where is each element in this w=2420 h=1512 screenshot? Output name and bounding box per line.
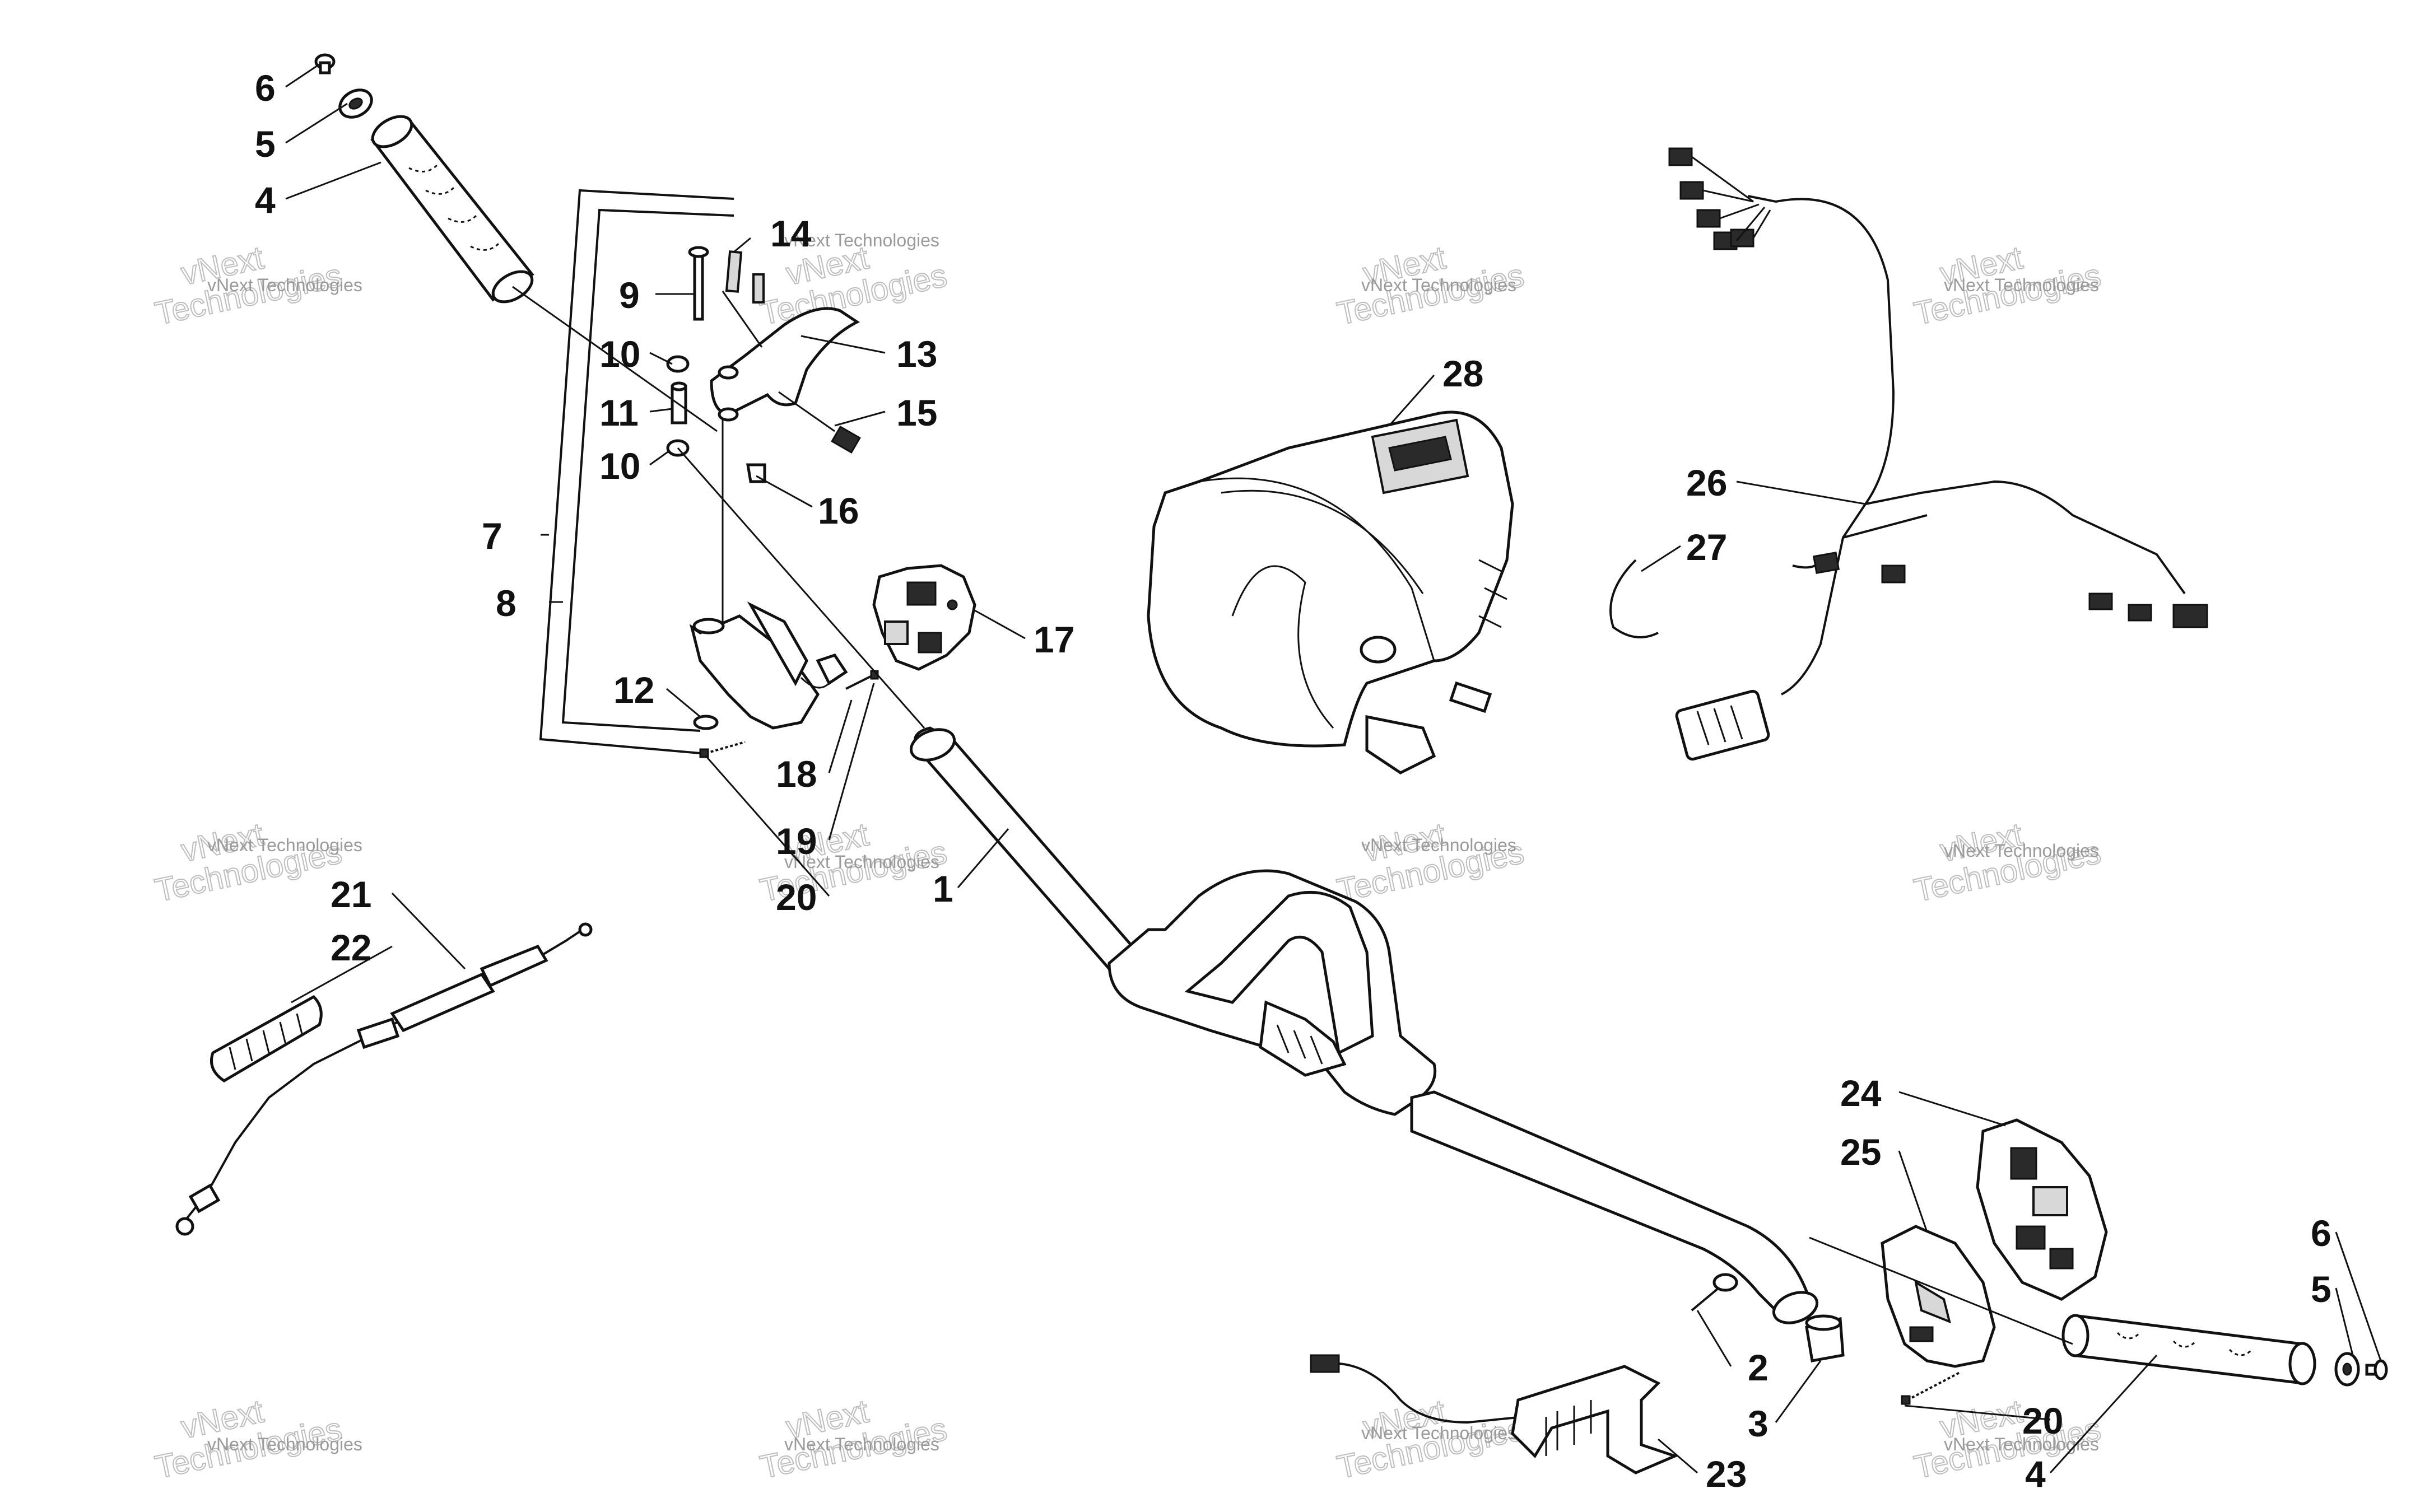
- callout-4: 4: [255, 179, 276, 221]
- screw-20-right: [1901, 1371, 1961, 1405]
- callout-leaders: [285, 63, 2382, 1474]
- callout-8: 8: [496, 582, 516, 624]
- callout-3: 3: [1748, 1403, 1769, 1444]
- right-grip-washer: [2334, 1352, 2360, 1387]
- watermark-text: vNext Technologies: [1944, 841, 2099, 861]
- callout-7: 7: [482, 515, 502, 557]
- brake-housing: [690, 601, 848, 730]
- callout-numbers: 6 5 4 14 9 13 10 11 15 10 16 7 8 17 12 1…: [255, 67, 2331, 1495]
- callout-18: 18: [776, 753, 817, 795]
- callout-24: 24: [1840, 1072, 1882, 1114]
- left-grip-assembly: [314, 53, 534, 304]
- watermark-text: vNext Technologies: [1944, 1434, 2099, 1454]
- washer-12: [693, 715, 719, 730]
- callout-11: 11: [599, 392, 639, 433]
- watermark-text: vNext Technologies: [1944, 275, 2099, 295]
- callout-19: 19: [776, 820, 817, 862]
- callout-2: 2: [1748, 1347, 1769, 1388]
- wiring-harness-26: [1668, 147, 2208, 761]
- screw-20-left: [699, 741, 746, 758]
- handlebar: [909, 726, 1819, 1324]
- callout-10-bottom: 10: [599, 445, 640, 487]
- callout-1: 1: [933, 868, 953, 909]
- bushing-10-top: [666, 355, 690, 373]
- callout-28: 28: [1442, 353, 1483, 394]
- callout-6-right: 6: [2311, 1212, 2331, 1254]
- callout-14: 14: [770, 213, 812, 254]
- handlebar-bag-28: [1147, 410, 1514, 774]
- grip-end-screw: [314, 53, 336, 74]
- callout-13: 13: [896, 333, 937, 375]
- callout-27: 27: [1686, 526, 1727, 568]
- watermark-text: vNext Technologies: [207, 275, 362, 295]
- watermark-text: vNext Technologies: [1361, 835, 1516, 855]
- callout-21: 21: [331, 874, 371, 915]
- screw-19: [845, 670, 879, 690]
- bar-plug-2: [1691, 1273, 1738, 1312]
- callout-20-left: 20: [776, 876, 817, 918]
- cable-cover-22: [210, 995, 323, 1082]
- right-leader-line: [1809, 1236, 2073, 1345]
- left-control-switch: [872, 564, 976, 671]
- callout-5: 5: [255, 123, 276, 165]
- callout-6: 6: [255, 67, 276, 109]
- callout-15: 15: [896, 392, 937, 433]
- callout-9: 9: [619, 274, 640, 316]
- cable-tie-27: [1609, 559, 1659, 638]
- spring-clip-14: [725, 250, 765, 304]
- callout-22: 22: [331, 927, 371, 968]
- brake-subassembly-bracket: [539, 189, 734, 754]
- callout-5-right: 5: [2311, 1268, 2331, 1310]
- throttle-housing-25: [1881, 1225, 1996, 1368]
- right-grip: [2061, 1314, 2316, 1385]
- callout-12: 12: [613, 669, 654, 711]
- pin: [688, 246, 709, 321]
- callout-16: 16: [818, 490, 859, 531]
- callout-20-right: 20: [2022, 1400, 2063, 1441]
- watermark-text: vNext Technologies: [784, 230, 939, 250]
- sleeve-11: [671, 381, 687, 424]
- callout-26: 26: [1686, 462, 1727, 503]
- callout-17: 17: [1034, 619, 1074, 660]
- right-grip-screw: [2365, 1359, 2388, 1380]
- watermark-text: vNext Technologies: [207, 835, 362, 855]
- left-grip: [370, 115, 534, 304]
- watermark-text: vNext Technologies: [1361, 275, 1516, 295]
- right-switch-housing-24: [1976, 1118, 2108, 1301]
- heater-element-23: [1310, 1354, 1679, 1474]
- bar-end-cap-3: [1805, 1314, 1845, 1362]
- brake-lever: [710, 307, 861, 454]
- watermark-text: vNext Technologies: [207, 1434, 362, 1454]
- callout-10-top: 10: [599, 333, 640, 375]
- throttle-cable-21: [175, 922, 593, 1236]
- grip-end-washer: [338, 88, 373, 119]
- watermark-text: vNext Technologies: [784, 852, 939, 872]
- leader-lines: [512, 286, 925, 729]
- callout-23: 23: [1706, 1453, 1747, 1495]
- callout-4-right: 4: [2025, 1453, 2046, 1495]
- callout-25: 25: [1840, 1131, 1881, 1173]
- watermark-text: vNext Technologies: [1361, 1423, 1516, 1443]
- watermark-text: vNext Technologies: [784, 1434, 939, 1454]
